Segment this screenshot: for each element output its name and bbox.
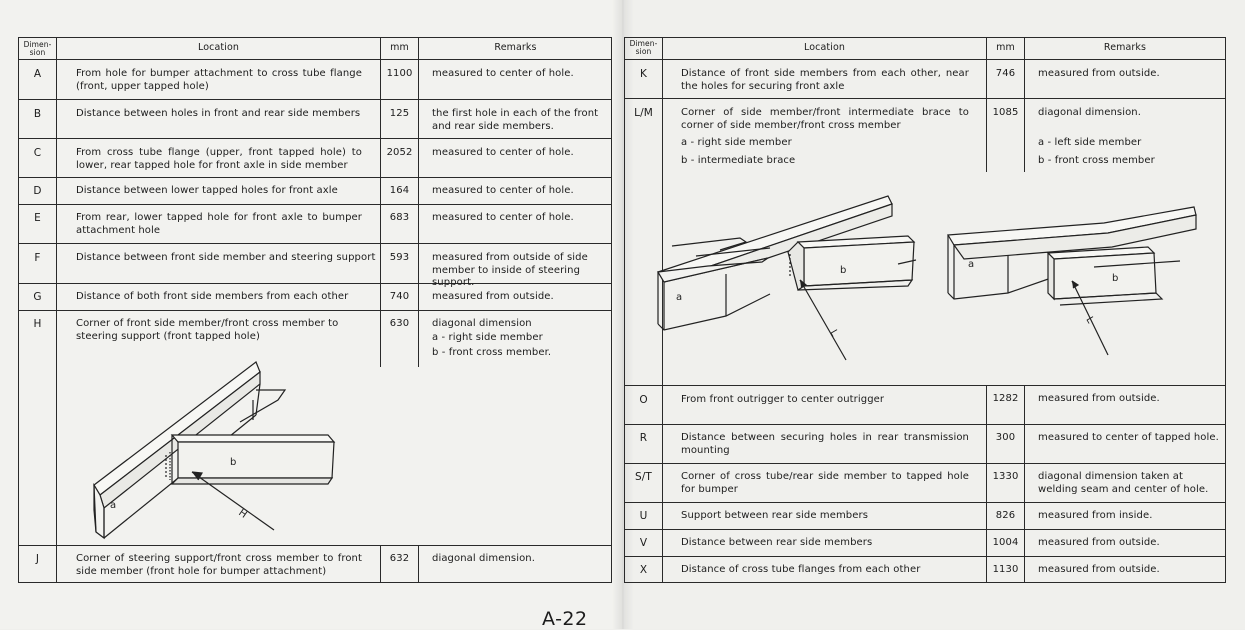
row-location-a: a - right side member bbox=[681, 137, 792, 148]
row-dimension: O bbox=[639, 394, 648, 406]
row-dimension: K bbox=[640, 68, 647, 80]
row-mm: 593 bbox=[389, 252, 410, 263]
row-remarks: measured to center of tapped hole. bbox=[1038, 432, 1219, 443]
row-remarks: diagonal dimension. bbox=[432, 553, 536, 564]
row-dimension: F bbox=[34, 252, 41, 264]
row-mm: 1330 bbox=[992, 471, 1019, 482]
row-mm: 1085 bbox=[992, 107, 1019, 118]
row-location: Support between rear side members bbox=[681, 510, 869, 521]
row-remarks: measured from inside. bbox=[1038, 510, 1153, 521]
book-gutter bbox=[612, 0, 634, 629]
row-remarks: measured from outside. bbox=[432, 291, 554, 302]
row-location: Distance of both front side members from… bbox=[76, 291, 349, 302]
row-remarks: measured from outside. bbox=[1038, 537, 1160, 548]
right-dimension-table bbox=[624, 37, 1226, 583]
row-mm: 125 bbox=[389, 108, 410, 119]
row-remarks: measured from outside. bbox=[1038, 68, 1160, 79]
fig-m-label-a: a bbox=[968, 259, 974, 270]
row-remarks-b: b - front cross member. bbox=[432, 347, 552, 358]
row-dimension: D bbox=[33, 185, 42, 197]
fig-l-label-a: a bbox=[676, 292, 682, 303]
row-remarks: measured to center of hole. bbox=[432, 185, 574, 196]
row-location: Distance between holes in front and rear… bbox=[76, 108, 361, 119]
row-mm: 1282 bbox=[992, 393, 1019, 404]
fig-m-label-dim: L bbox=[1083, 315, 1096, 326]
row-dimension: J bbox=[35, 553, 40, 565]
frame-corner-diagram-l: b a L bbox=[657, 195, 917, 361]
header-mm: mm bbox=[390, 42, 409, 53]
row-mm: 2052 bbox=[386, 147, 413, 158]
row-dimension: C bbox=[33, 147, 42, 159]
header-remarks: Remarks bbox=[1103, 42, 1147, 53]
row-mm: 1004 bbox=[992, 537, 1019, 548]
row-dimension: U bbox=[639, 510, 648, 522]
row-location: Corner of side member/front intermediate… bbox=[681, 107, 969, 131]
row-location: From rear, lower tapped hole for front a… bbox=[76, 212, 362, 236]
row-location: Distance of front side members from each… bbox=[681, 68, 969, 92]
row-location: Corner of front side member/front cross … bbox=[76, 318, 339, 342]
row-dimension: X bbox=[639, 564, 648, 576]
row-dimension: A bbox=[33, 68, 42, 80]
row-remarks: diagonal dimension bbox=[432, 318, 532, 329]
frame-corner-diagram-h: b a H bbox=[93, 361, 336, 540]
header-mm: mm bbox=[996, 42, 1015, 53]
row-remarks: diagonal dimension. bbox=[1038, 107, 1142, 118]
header-dimension: Dimen- sion bbox=[23, 40, 52, 57]
row-location: From front outrigger to center outrigger bbox=[681, 394, 885, 405]
row-mm: 826 bbox=[995, 510, 1016, 521]
row-dimension: R bbox=[639, 432, 648, 444]
fig-l-label-dim: L bbox=[827, 328, 840, 339]
row-mm: 632 bbox=[389, 553, 410, 564]
row-mm: 164 bbox=[389, 185, 410, 196]
row-location: Distance between rear side members bbox=[681, 537, 873, 548]
header-location: Location bbox=[804, 42, 845, 53]
row-location: Corner of cross tube/rear side member to… bbox=[681, 471, 969, 495]
row-remarks-b: b - front cross member bbox=[1038, 155, 1155, 166]
header-remarks: Remarks bbox=[494, 42, 537, 53]
row-dimension: H bbox=[33, 318, 42, 330]
page-number: A-22 bbox=[542, 608, 588, 630]
fig-h-label-b: b bbox=[230, 457, 236, 468]
row-remarks-a: a - left side member bbox=[1038, 137, 1142, 148]
row-location: From cross tube flange (upper, front tap… bbox=[76, 147, 362, 171]
fig-m-label-b: b bbox=[1112, 273, 1118, 284]
header-dimension: Dimen- sion bbox=[629, 39, 658, 56]
row-mm: 630 bbox=[389, 318, 410, 329]
row-location: Distance between front side member and s… bbox=[76, 252, 376, 263]
row-location: Distance of cross tube flanges from each… bbox=[681, 564, 921, 575]
row-remarks: measured from outside of side member to … bbox=[432, 252, 588, 288]
fig-h-label-a: a bbox=[110, 500, 116, 511]
row-remarks: measured to center of hole. bbox=[432, 212, 574, 223]
row-mm: 740 bbox=[389, 291, 410, 302]
frame-corner-diagram-m: b a L bbox=[946, 206, 1197, 356]
row-dimension: E bbox=[34, 212, 41, 224]
row-dimension: G bbox=[33, 291, 42, 303]
row-dimension: S/T bbox=[635, 471, 652, 483]
row-remarks: diagonal dimension taken at welding seam… bbox=[1038, 471, 1209, 495]
row-mm: 300 bbox=[995, 432, 1016, 443]
row-location: Distance between securing holes in rear … bbox=[681, 432, 969, 456]
row-mm: 1130 bbox=[992, 564, 1019, 575]
row-dimension: B bbox=[33, 108, 42, 120]
row-dimension: V bbox=[639, 537, 648, 549]
fig-l-label-b: b bbox=[840, 265, 846, 276]
row-remarks: measured to center of hole. bbox=[432, 147, 574, 158]
row-mm: 683 bbox=[389, 212, 410, 223]
row-remarks: measured from outside. bbox=[1038, 393, 1160, 404]
row-location-b: b - intermediate brace bbox=[681, 155, 796, 166]
row-location: From hole for bumper attachment to cross… bbox=[76, 68, 362, 92]
row-remarks: measured from outside. bbox=[1038, 564, 1160, 575]
row-remarks: measured to center of hole. bbox=[432, 68, 574, 79]
row-location: Distance between lower tapped holes for … bbox=[76, 185, 338, 196]
row-mm: 1100 bbox=[386, 68, 413, 79]
fig-h-label-dim: H bbox=[236, 507, 248, 520]
row-dimension: L/M bbox=[634, 107, 653, 119]
row-remarks-a: a - right side member bbox=[432, 332, 543, 343]
row-location: Corner of steering support/front cross m… bbox=[76, 553, 362, 577]
header-location: Location bbox=[198, 42, 239, 53]
row-mm: 746 bbox=[995, 68, 1016, 79]
row-remarks: the first hole in each of the front and … bbox=[432, 108, 599, 132]
